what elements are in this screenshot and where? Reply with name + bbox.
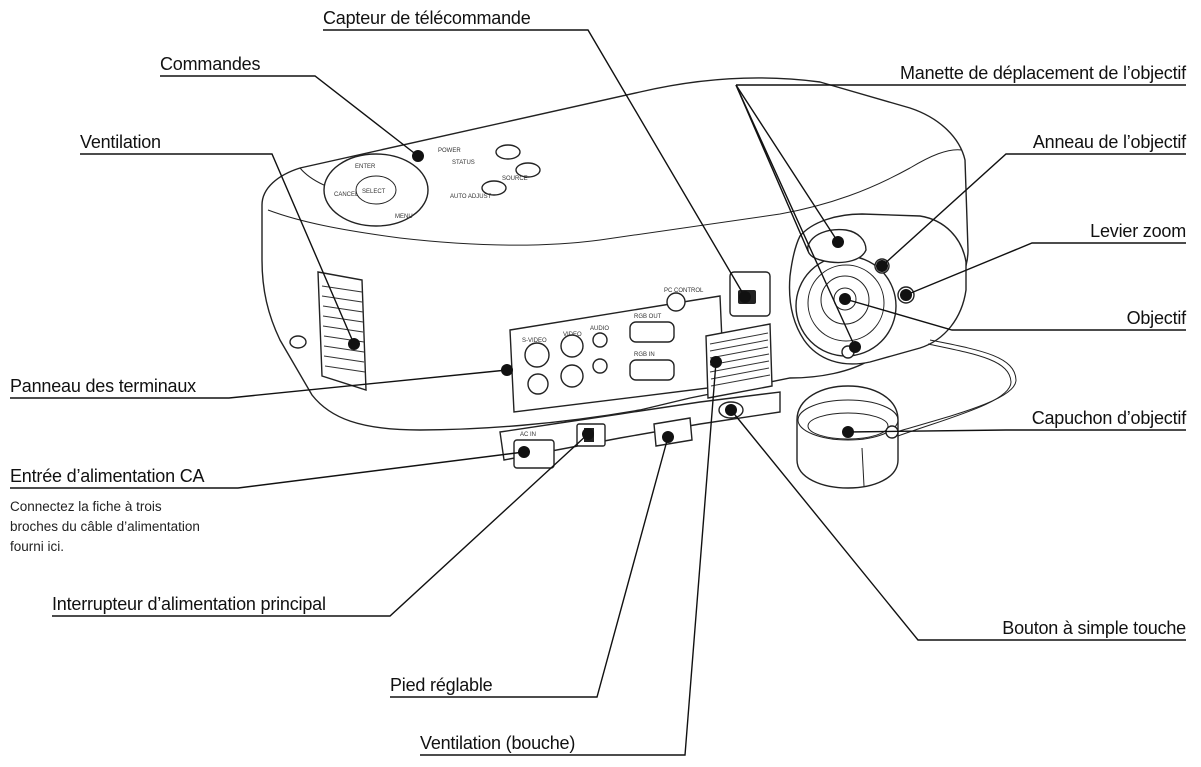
label-bouton: Bouton à simple touche bbox=[1002, 618, 1186, 638]
note-line-2: broches du câble d’alimentation bbox=[10, 519, 200, 534]
power-button bbox=[495, 144, 521, 160]
note-line-1: Connectez la fiche à trois bbox=[10, 499, 162, 514]
label-manette: Manette de déplacement de l’objectif bbox=[900, 63, 1187, 83]
lens-cap-cord bbox=[895, 339, 1017, 433]
leader-commandes-dot bbox=[412, 150, 424, 162]
leader-pied-dot bbox=[662, 431, 674, 443]
dial-select-text: SELECT bbox=[362, 189, 386, 195]
rgb-in-text: RGB IN bbox=[634, 352, 655, 358]
ac-in-text: AC IN bbox=[520, 432, 536, 438]
leader-interrupteur bbox=[52, 433, 589, 617]
leader-ventilation-bouche-dot bbox=[710, 356, 722, 368]
leader-capteur-dot bbox=[739, 291, 751, 303]
leader-commandes bbox=[160, 75, 419, 157]
label-entree: Entrée d’alimentation CA bbox=[10, 466, 205, 486]
video-port-1 bbox=[560, 334, 584, 358]
leader-manette-2 bbox=[735, 84, 856, 348]
lens-cap-inner bbox=[807, 412, 889, 440]
label-anneau: Anneau de l’objectif bbox=[1033, 132, 1187, 152]
label-objectif: Objectif bbox=[1127, 308, 1188, 328]
rgb-out-text: RGB OUT bbox=[634, 314, 662, 320]
leader-entree-dot bbox=[518, 446, 530, 458]
leader-manette-dot-2 bbox=[849, 341, 861, 353]
dial-enter-text: ENTER bbox=[355, 164, 376, 170]
leader-capuchon bbox=[847, 429, 1186, 433]
projector-body bbox=[261, 77, 969, 431]
labels: Capteur de télécommande Commandes Manett… bbox=[10, 8, 1187, 753]
label-ventilation: Ventilation bbox=[80, 132, 161, 152]
leader-interrupteur-dot bbox=[582, 428, 594, 440]
audio-port-2 bbox=[592, 332, 608, 348]
rear-foot bbox=[289, 335, 307, 349]
control-dial bbox=[323, 153, 429, 227]
audio-text: AUDIO bbox=[590, 326, 609, 332]
rgb-in-port bbox=[629, 359, 675, 381]
source-button bbox=[515, 162, 541, 178]
leader-panneau-dot bbox=[501, 364, 513, 376]
leader-objectif-dot bbox=[839, 293, 851, 305]
leader-capteur bbox=[323, 29, 746, 298]
leader-objectif bbox=[844, 298, 1186, 331]
leader-pied bbox=[390, 436, 669, 698]
leader-ventilation-dot bbox=[348, 338, 360, 350]
source-text: SOURCE bbox=[502, 176, 528, 182]
rgb-out-port bbox=[629, 321, 675, 343]
leader-panneau bbox=[10, 369, 508, 399]
auto-adjust-text: AUTO ADJUST bbox=[450, 194, 492, 200]
leader-manette-1 bbox=[735, 84, 839, 243]
leader-bouton bbox=[730, 409, 1186, 641]
label-ventilation-bouche: Ventilation (bouche) bbox=[420, 733, 575, 753]
leader-manette-dot-1 bbox=[832, 236, 844, 248]
lens-cap-rim bbox=[797, 399, 899, 441]
note-line-3: fourni ici. bbox=[10, 539, 64, 554]
projector-illustration: ENTER SELECT MENU CANCEL POWER STATUS SO… bbox=[261, 77, 1017, 489]
leader-levier bbox=[905, 242, 1186, 296]
pc-control-port bbox=[666, 292, 686, 312]
lens-center bbox=[833, 287, 857, 311]
label-panneau: Panneau des terminaux bbox=[10, 376, 196, 396]
label-pied: Pied réglable bbox=[390, 675, 493, 695]
lens-cap-slit bbox=[861, 447, 865, 487]
label-interrupteur: Interrupteur d’alimentation principal bbox=[52, 594, 326, 614]
video-text: VIDEO bbox=[563, 332, 582, 338]
label-commandes: Commandes bbox=[160, 54, 260, 74]
leader-lines bbox=[10, 29, 1186, 756]
dial-cancel-text: CANCEL bbox=[334, 192, 359, 198]
dial-menu-text: MENU bbox=[395, 214, 413, 220]
leader-bouton-dot bbox=[725, 404, 737, 416]
power-text: POWER bbox=[438, 148, 461, 154]
control-dial-inner bbox=[355, 175, 397, 205]
label-levier: Levier zoom bbox=[1090, 221, 1186, 241]
leader-ventilation-bouche bbox=[420, 361, 717, 756]
status-text: STATUS bbox=[452, 160, 475, 166]
lens-ring-mid bbox=[807, 264, 885, 342]
audio-port-1 bbox=[527, 373, 549, 395]
leader-anneau bbox=[881, 153, 1186, 267]
s-video-text: S-VIDEO bbox=[522, 338, 547, 344]
s-video-port bbox=[524, 342, 550, 368]
leader-capuchon-dot bbox=[842, 426, 854, 438]
leader-manette-3 bbox=[735, 84, 809, 252]
front-vent-slats bbox=[709, 332, 771, 387]
leader-anneau-dot bbox=[876, 260, 888, 272]
leader-ventilation bbox=[80, 153, 355, 345]
auto-adjust-button bbox=[481, 180, 507, 196]
label-capteur: Capteur de télécommande bbox=[323, 8, 531, 28]
leader-levier-dot bbox=[900, 289, 912, 301]
leader-entree bbox=[10, 451, 525, 489]
video-port-2 bbox=[560, 364, 584, 388]
lens-cap-cord-2 bbox=[897, 343, 1012, 437]
top-surface-edge bbox=[267, 149, 963, 246]
pc-control-text: PC CONTROL bbox=[664, 288, 704, 294]
label-capuchon: Capuchon d’objectif bbox=[1032, 408, 1188, 428]
audio-port-3 bbox=[592, 358, 608, 374]
